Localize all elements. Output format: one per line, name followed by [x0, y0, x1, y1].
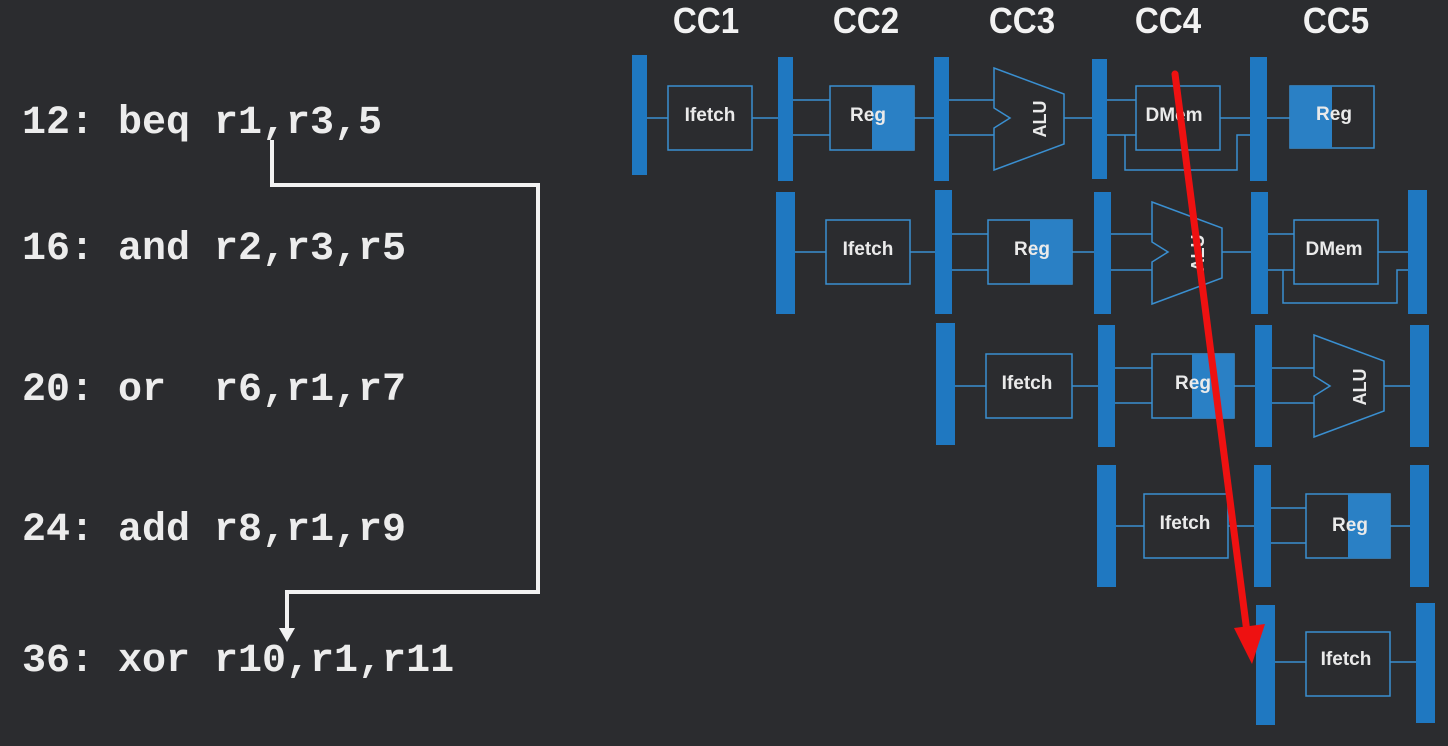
instruction-add: 24: add r8,r1,r9 — [22, 508, 407, 553]
ifetch-label: Ifetch — [1160, 513, 1211, 534]
pipeline-register — [1094, 192, 1111, 314]
pipeline-register — [1092, 59, 1107, 179]
pipeline-register — [1408, 190, 1427, 314]
pipeline-register — [1098, 325, 1115, 447]
pipeline-register — [1256, 605, 1275, 725]
alu-label: ALU — [1030, 101, 1050, 138]
branch-arrowhead-icon — [279, 628, 295, 642]
branch-target-arrow — [270, 140, 540, 632]
cc2-label: CC2 — [832, 0, 900, 41]
pipeline-register — [1251, 192, 1268, 314]
reg-label: Reg — [850, 105, 886, 126]
pipeline-register — [934, 57, 949, 181]
pipeline-row-beq — [632, 55, 1375, 181]
instruction-or: 20: or r6,r1,r7 — [22, 368, 407, 413]
pipeline-register — [1097, 465, 1116, 587]
pipeline-register — [1254, 465, 1271, 587]
reg-label: Reg — [1014, 239, 1050, 260]
alu-stage — [1313, 333, 1385, 439]
pipeline-register — [936, 323, 955, 445]
cc3-label: CC3 — [988, 0, 1056, 41]
alu-stage — [1151, 200, 1223, 306]
pipeline-row-add — [1097, 465, 1429, 587]
ifetch-label: Ifetch — [1002, 373, 1053, 394]
pipeline-register — [1255, 325, 1272, 447]
instruction-xor: 36: xor r10,r1,r11 — [22, 639, 455, 684]
flush-arrowhead-icon — [1234, 624, 1265, 664]
dmem-label: DMem — [1145, 105, 1202, 126]
flush-arrow — [1171, 70, 1252, 644]
instruction-beq: 12: beq r1,r3,5 — [22, 101, 383, 146]
pipeline-register — [778, 57, 793, 181]
alu-stage — [993, 66, 1065, 172]
pipeline-register — [776, 192, 795, 314]
pipeline-register — [1250, 57, 1267, 181]
reg-label: Reg — [1175, 373, 1211, 394]
pipeline-register — [1410, 465, 1429, 587]
cc5-label: CC5 — [1302, 0, 1370, 41]
cc1-label: CC1 — [672, 0, 740, 41]
ifetch-label: Ifetch — [685, 105, 736, 126]
pipeline-register — [632, 55, 647, 175]
pipeline-row-xor — [1256, 603, 1435, 725]
ifetch-stage — [1305, 631, 1391, 697]
dmem-label: DMem — [1305, 239, 1362, 260]
reg-label: Reg — [1332, 515, 1368, 536]
cc4-label: CC4 — [1134, 0, 1202, 41]
ifetch-label: Ifetch — [1321, 649, 1372, 670]
pipeline-register — [935, 190, 952, 314]
instruction-and: 16: and r2,r3,r5 — [22, 227, 407, 272]
pipeline-register — [1416, 603, 1435, 723]
alu-label: ALU — [1350, 369, 1370, 406]
ifetch-label: Ifetch — [843, 239, 894, 260]
pipeline-register — [1410, 325, 1429, 447]
pipeline-row-and — [776, 190, 1427, 314]
reg-label: Reg — [1316, 104, 1352, 125]
